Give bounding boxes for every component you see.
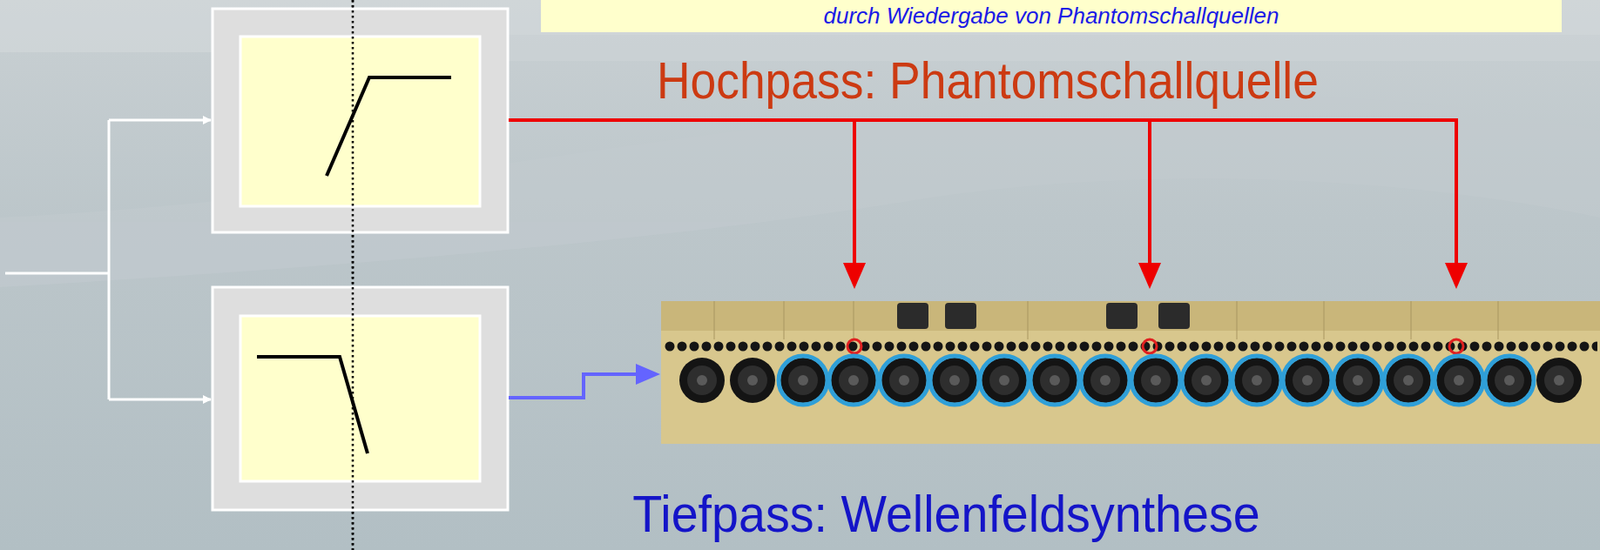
speaker-array: [661, 301, 1600, 445]
dotted-divider: [351, 0, 355, 550]
lowpass-label: Tiefpass: Wellenfeldsynthese: [633, 484, 1261, 545]
lowpass-wire: [508, 364, 661, 399]
lowpass-filter: [212, 287, 508, 511]
highpass-filter: [212, 8, 508, 233]
highpass-label: Hochpass: Phantomschallquelle: [656, 50, 1319, 111]
background-photo: [0, 0, 1600, 288]
highpass-wire: [508, 118, 1468, 290]
input-wire: [5, 120, 211, 400]
banner-box: durch Wiedergabe von Phantomschallquelle…: [540, 0, 1562, 33]
banner-text: durch Wiedergabe von Phantomschallquelle…: [823, 2, 1280, 30]
